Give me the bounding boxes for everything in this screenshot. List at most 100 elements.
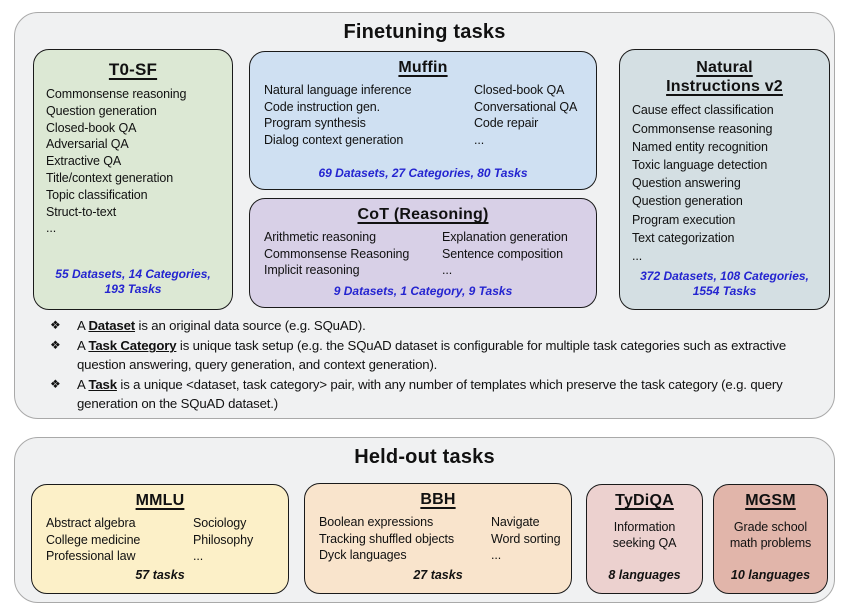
t0sf-stats: 55 Datasets, 14 Categories, 193 Tasks bbox=[55, 267, 211, 296]
definition-rest: is an original data source (e.g. SQuAD). bbox=[135, 318, 366, 333]
definition-term: Dataset bbox=[88, 318, 136, 333]
mmlu-title: MMLU bbox=[135, 492, 185, 509]
cot-stats: 9 Datasets, 1 Category, 9 Tasks bbox=[333, 284, 513, 298]
task-item: Boolean expressions bbox=[319, 515, 434, 529]
task-item: College medicine bbox=[46, 532, 141, 547]
task-item: Program synthesis bbox=[264, 116, 366, 130]
task-item: Cause effect classification bbox=[632, 103, 774, 118]
task-item: Question answering bbox=[632, 176, 741, 191]
diamond-bullet-icon: ❖ bbox=[50, 318, 61, 332]
task-item: Commonsense reasoning bbox=[46, 87, 187, 101]
task-item: Conversational QA bbox=[474, 99, 578, 114]
definition-task-category: ❖ A Task Category is unique task setup (… bbox=[45, 336, 817, 374]
definition-term: Task bbox=[88, 377, 117, 392]
task-item: Word sorting bbox=[491, 531, 561, 546]
niv2-stats: 372 Datasets, 108 Categories, 1554 Tasks bbox=[640, 269, 809, 298]
definitions-list: ❖ A Dataset is an original data source (… bbox=[45, 316, 817, 414]
task-item: Sociology bbox=[193, 516, 247, 530]
task-item: Closed-book QA bbox=[46, 120, 137, 135]
task-item: Dyck languages bbox=[319, 548, 407, 562]
task-item: Toxic language detection bbox=[632, 157, 768, 172]
task-item: Text categorization bbox=[632, 230, 735, 245]
finetuning-tasks-panel: Finetuning tasks T0-SF Commonsense reaso… bbox=[14, 12, 835, 419]
task-item: Named entity recognition bbox=[632, 139, 768, 154]
task-item: Question generation bbox=[46, 103, 157, 118]
task-item: Dialog context generation bbox=[264, 132, 404, 147]
definition-task: ❖ A Task is a unique <dataset, task cate… bbox=[45, 375, 817, 413]
t0sf-title: T0-SF bbox=[108, 60, 158, 79]
finetuning-tasks-title: Finetuning tasks bbox=[343, 21, 506, 43]
task-item: ... bbox=[491, 548, 502, 562]
task-item: Commonsense Reasoning bbox=[264, 246, 410, 261]
tydiqa-box: TyDiQA Information seeking QA 8 language… bbox=[586, 484, 703, 594]
definition-text: A Task Category is unique task setup (e.… bbox=[77, 336, 817, 374]
bbh-title: BBH bbox=[420, 491, 456, 508]
tydiqa-title: TyDiQA bbox=[615, 492, 674, 509]
task-item: Natural language inference bbox=[264, 83, 412, 97]
definition-term: Task Category bbox=[88, 338, 177, 353]
task-item: Philosophy bbox=[193, 532, 254, 547]
mgsm-title: MGSM bbox=[745, 492, 796, 509]
task-item: Commonsense reasoning bbox=[632, 121, 773, 136]
task-item: Arithmetic reasoning bbox=[264, 230, 376, 244]
natural-instructions-v2-title: Natural Instructions v2 bbox=[666, 59, 783, 96]
task-item: ... bbox=[632, 249, 643, 263]
bbh-stats: 27 tasks bbox=[413, 568, 463, 582]
cot-title: CoT (Reasoning) bbox=[357, 206, 489, 223]
task-item: Tracking shuffled objects bbox=[319, 531, 455, 546]
mmlu-stats: 57 tasks bbox=[135, 568, 185, 582]
task-item: ... bbox=[474, 132, 485, 147]
muffin-task-list-right: Closed-book QA Conversational QA Code repa… bbox=[474, 82, 577, 148]
definition-rest: is a unique <dataset, task category> pai… bbox=[77, 377, 783, 411]
task-item: Abstract algebra bbox=[46, 516, 136, 530]
held-out-tasks-title: Held-out tasks bbox=[354, 446, 495, 468]
definition-lead: A bbox=[77, 318, 89, 333]
task-item: Professional law bbox=[46, 549, 136, 563]
mgsm-stats: 10 languages bbox=[730, 568, 811, 582]
task-item: Program execution bbox=[632, 212, 736, 227]
task-item: Code instruction gen. bbox=[264, 99, 381, 114]
diamond-bullet-icon: ❖ bbox=[50, 377, 61, 391]
tydiqa-description: Information seeking QA bbox=[612, 520, 677, 550]
task-item: Closed-book QA bbox=[474, 83, 565, 97]
tydiqa-stats: 8 languages bbox=[608, 568, 681, 582]
natural-instructions-v2-box: Natural Instructions v2 Cause effect cla… bbox=[619, 49, 830, 310]
task-item: Title/context generation bbox=[46, 170, 174, 185]
definition-lead: A bbox=[77, 377, 89, 392]
task-item: ... bbox=[193, 549, 204, 563]
task-item: Extractive QA bbox=[46, 154, 122, 169]
diamond-bullet-icon: ❖ bbox=[50, 338, 61, 352]
task-item: Navigate bbox=[491, 515, 540, 529]
task-item: ... bbox=[442, 263, 453, 277]
definition-rest: is unique task setup (e.g. the SQuAD dat… bbox=[77, 338, 787, 372]
mgsm-description: Grade school math problems bbox=[729, 520, 812, 550]
muffin-title: Muffin bbox=[398, 59, 448, 76]
task-item: Implicit reasoning bbox=[264, 263, 360, 277]
task-item: Code repair bbox=[474, 116, 539, 130]
task-item: Struct-to-text bbox=[46, 204, 117, 219]
definition-text: A Task is a unique <dataset, task catego… bbox=[77, 375, 817, 413]
task-item: Topic classification bbox=[46, 187, 148, 202]
task-item: Explanation generation bbox=[442, 230, 568, 244]
task-item: ... bbox=[46, 221, 57, 236]
definition-lead: A bbox=[77, 338, 89, 353]
mgsm-box: MGSM Grade school math problems 10 langu… bbox=[713, 484, 828, 594]
definition-dataset: ❖ A Dataset is an original data source (… bbox=[45, 316, 817, 335]
task-item: Sentence composition bbox=[442, 246, 563, 261]
muffin-stats: 69 Datasets, 27 Categories, 80 Tasks bbox=[318, 166, 528, 180]
